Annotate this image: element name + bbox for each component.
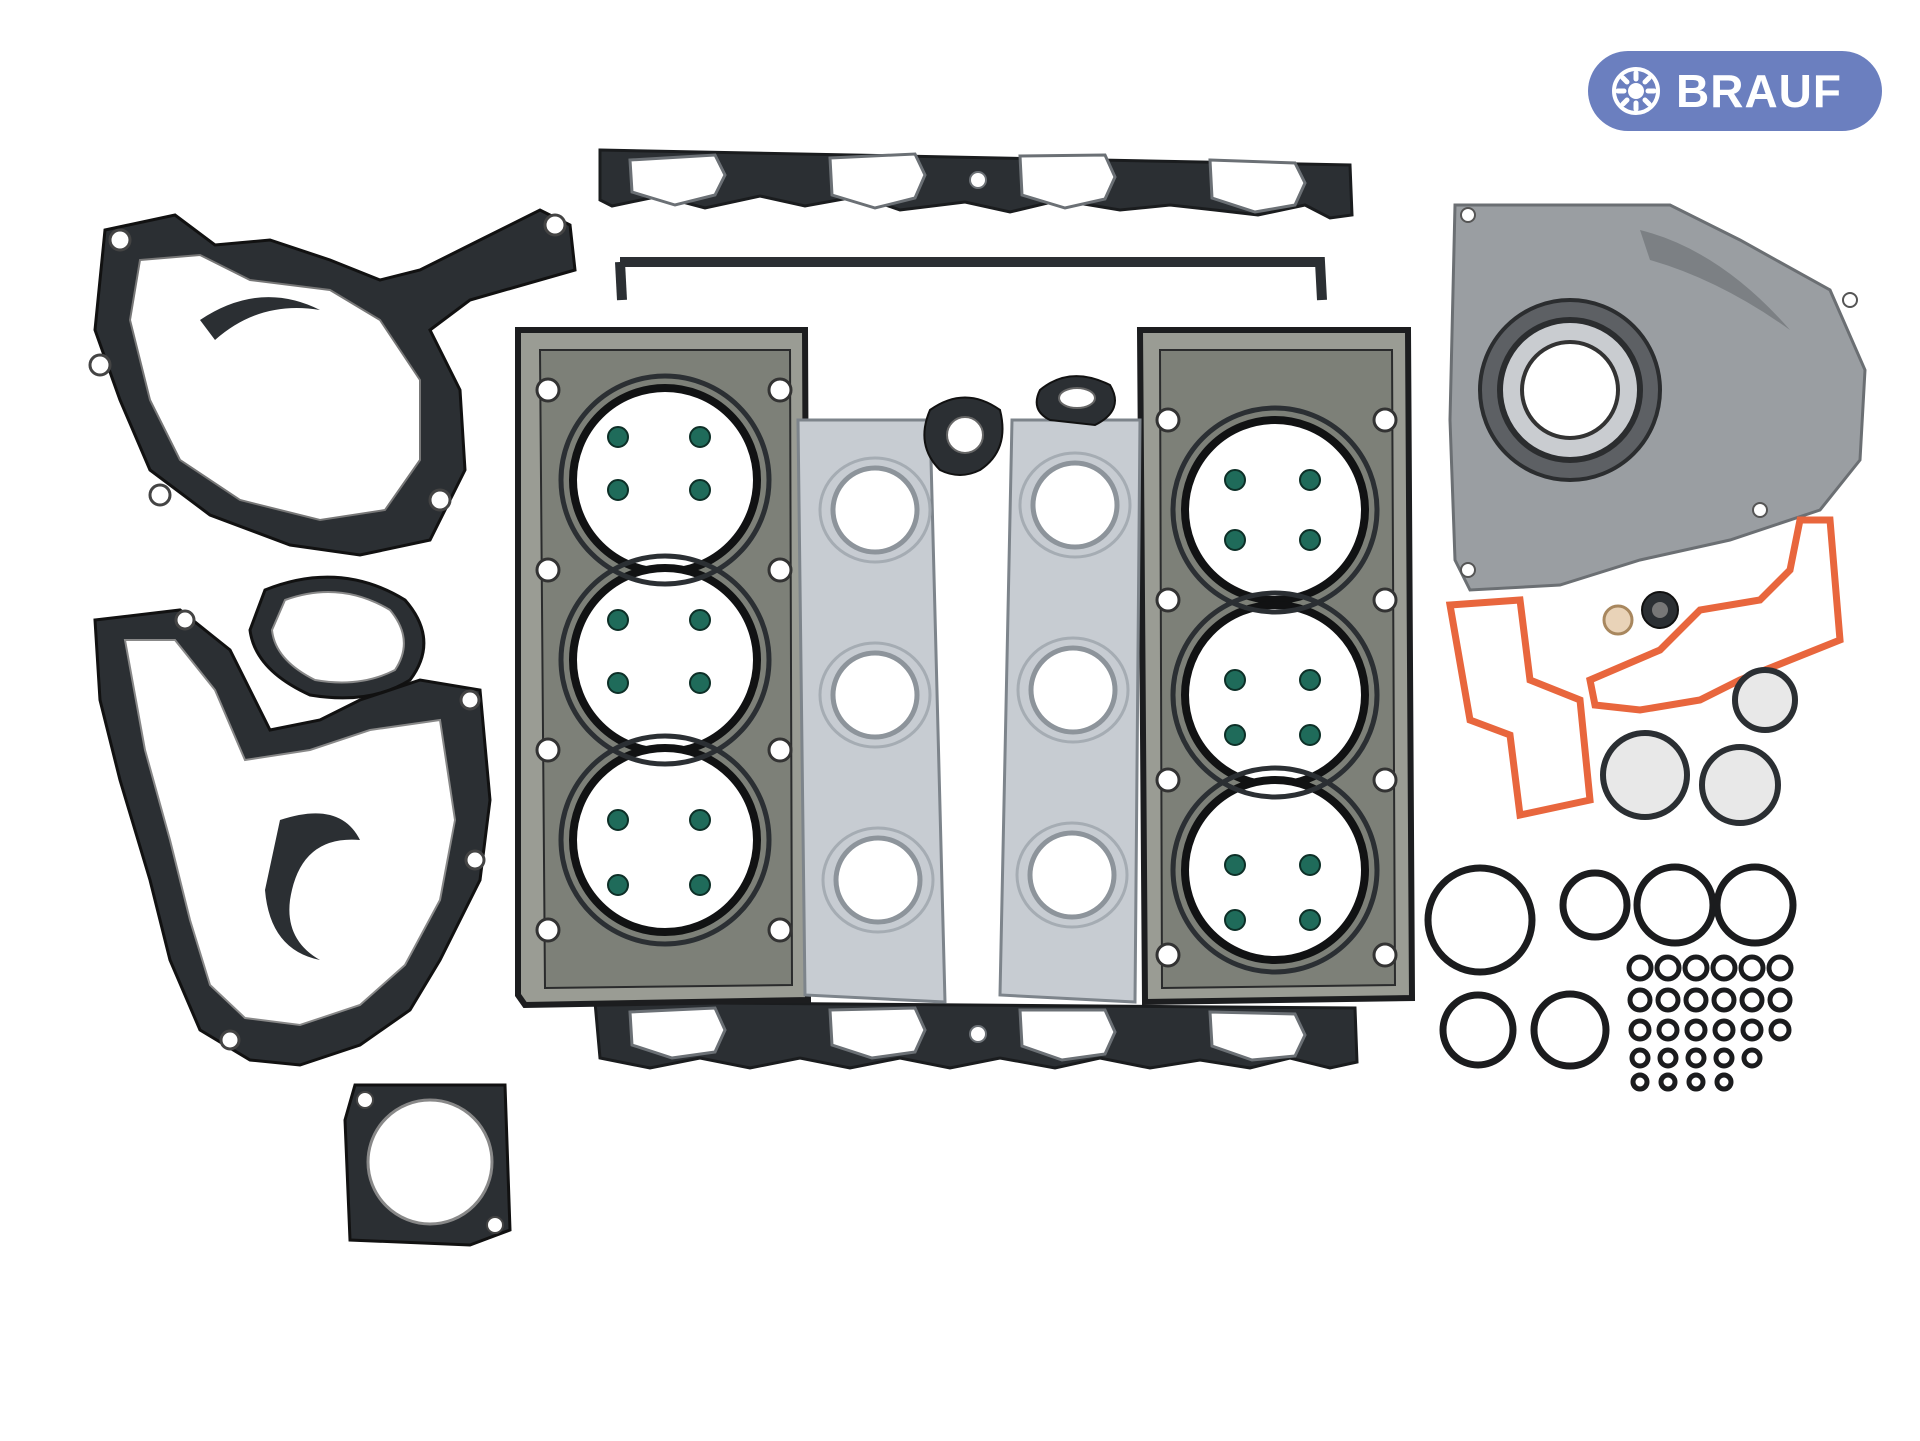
valve-cover-gasket-frame xyxy=(615,257,1327,301)
drain-plug-seal xyxy=(1641,591,1679,629)
cylinder-head-gasket-right xyxy=(1136,327,1416,1006)
front-crankshaft-cover xyxy=(1448,203,1867,592)
oil-cooler-gasket-left xyxy=(1445,596,1594,820)
seal-ring-pair xyxy=(1600,667,1798,826)
exhaust-manifold-gasket-left xyxy=(796,418,947,1004)
gear-icon xyxy=(1612,67,1660,115)
thermostat-housing-gasket xyxy=(248,575,426,700)
intake-manifold-gasket-top xyxy=(598,148,1354,220)
o-rings-small xyxy=(1626,954,1794,1092)
valve-stem-seals-right xyxy=(1224,469,1321,931)
intake-manifold-gasket-bottom xyxy=(593,1000,1359,1070)
timing-cover-gasket xyxy=(93,608,492,1067)
water-pump-gasket xyxy=(88,208,577,557)
oil-filter-housing-gasket xyxy=(1586,516,1844,714)
crankshaft-seal xyxy=(1478,298,1662,482)
combustion-rings-left xyxy=(569,384,761,936)
valve-stem-seals-left xyxy=(607,426,711,896)
throttle-body-gasket xyxy=(343,1083,512,1247)
o-rings-large xyxy=(1424,863,1797,1070)
brand-name: BRAUF xyxy=(1676,65,1842,117)
sensor-flange-gasket xyxy=(1035,375,1116,427)
copper-washer xyxy=(1602,604,1634,636)
exhaust-manifold-gasket-right xyxy=(998,418,1142,1004)
cylinder-head-gasket-left xyxy=(515,327,812,1009)
combustion-rings-right xyxy=(1181,416,1369,964)
egr-flange-gasket xyxy=(923,396,1004,476)
brand-logo-badge: BRAUF xyxy=(1588,51,1882,131)
